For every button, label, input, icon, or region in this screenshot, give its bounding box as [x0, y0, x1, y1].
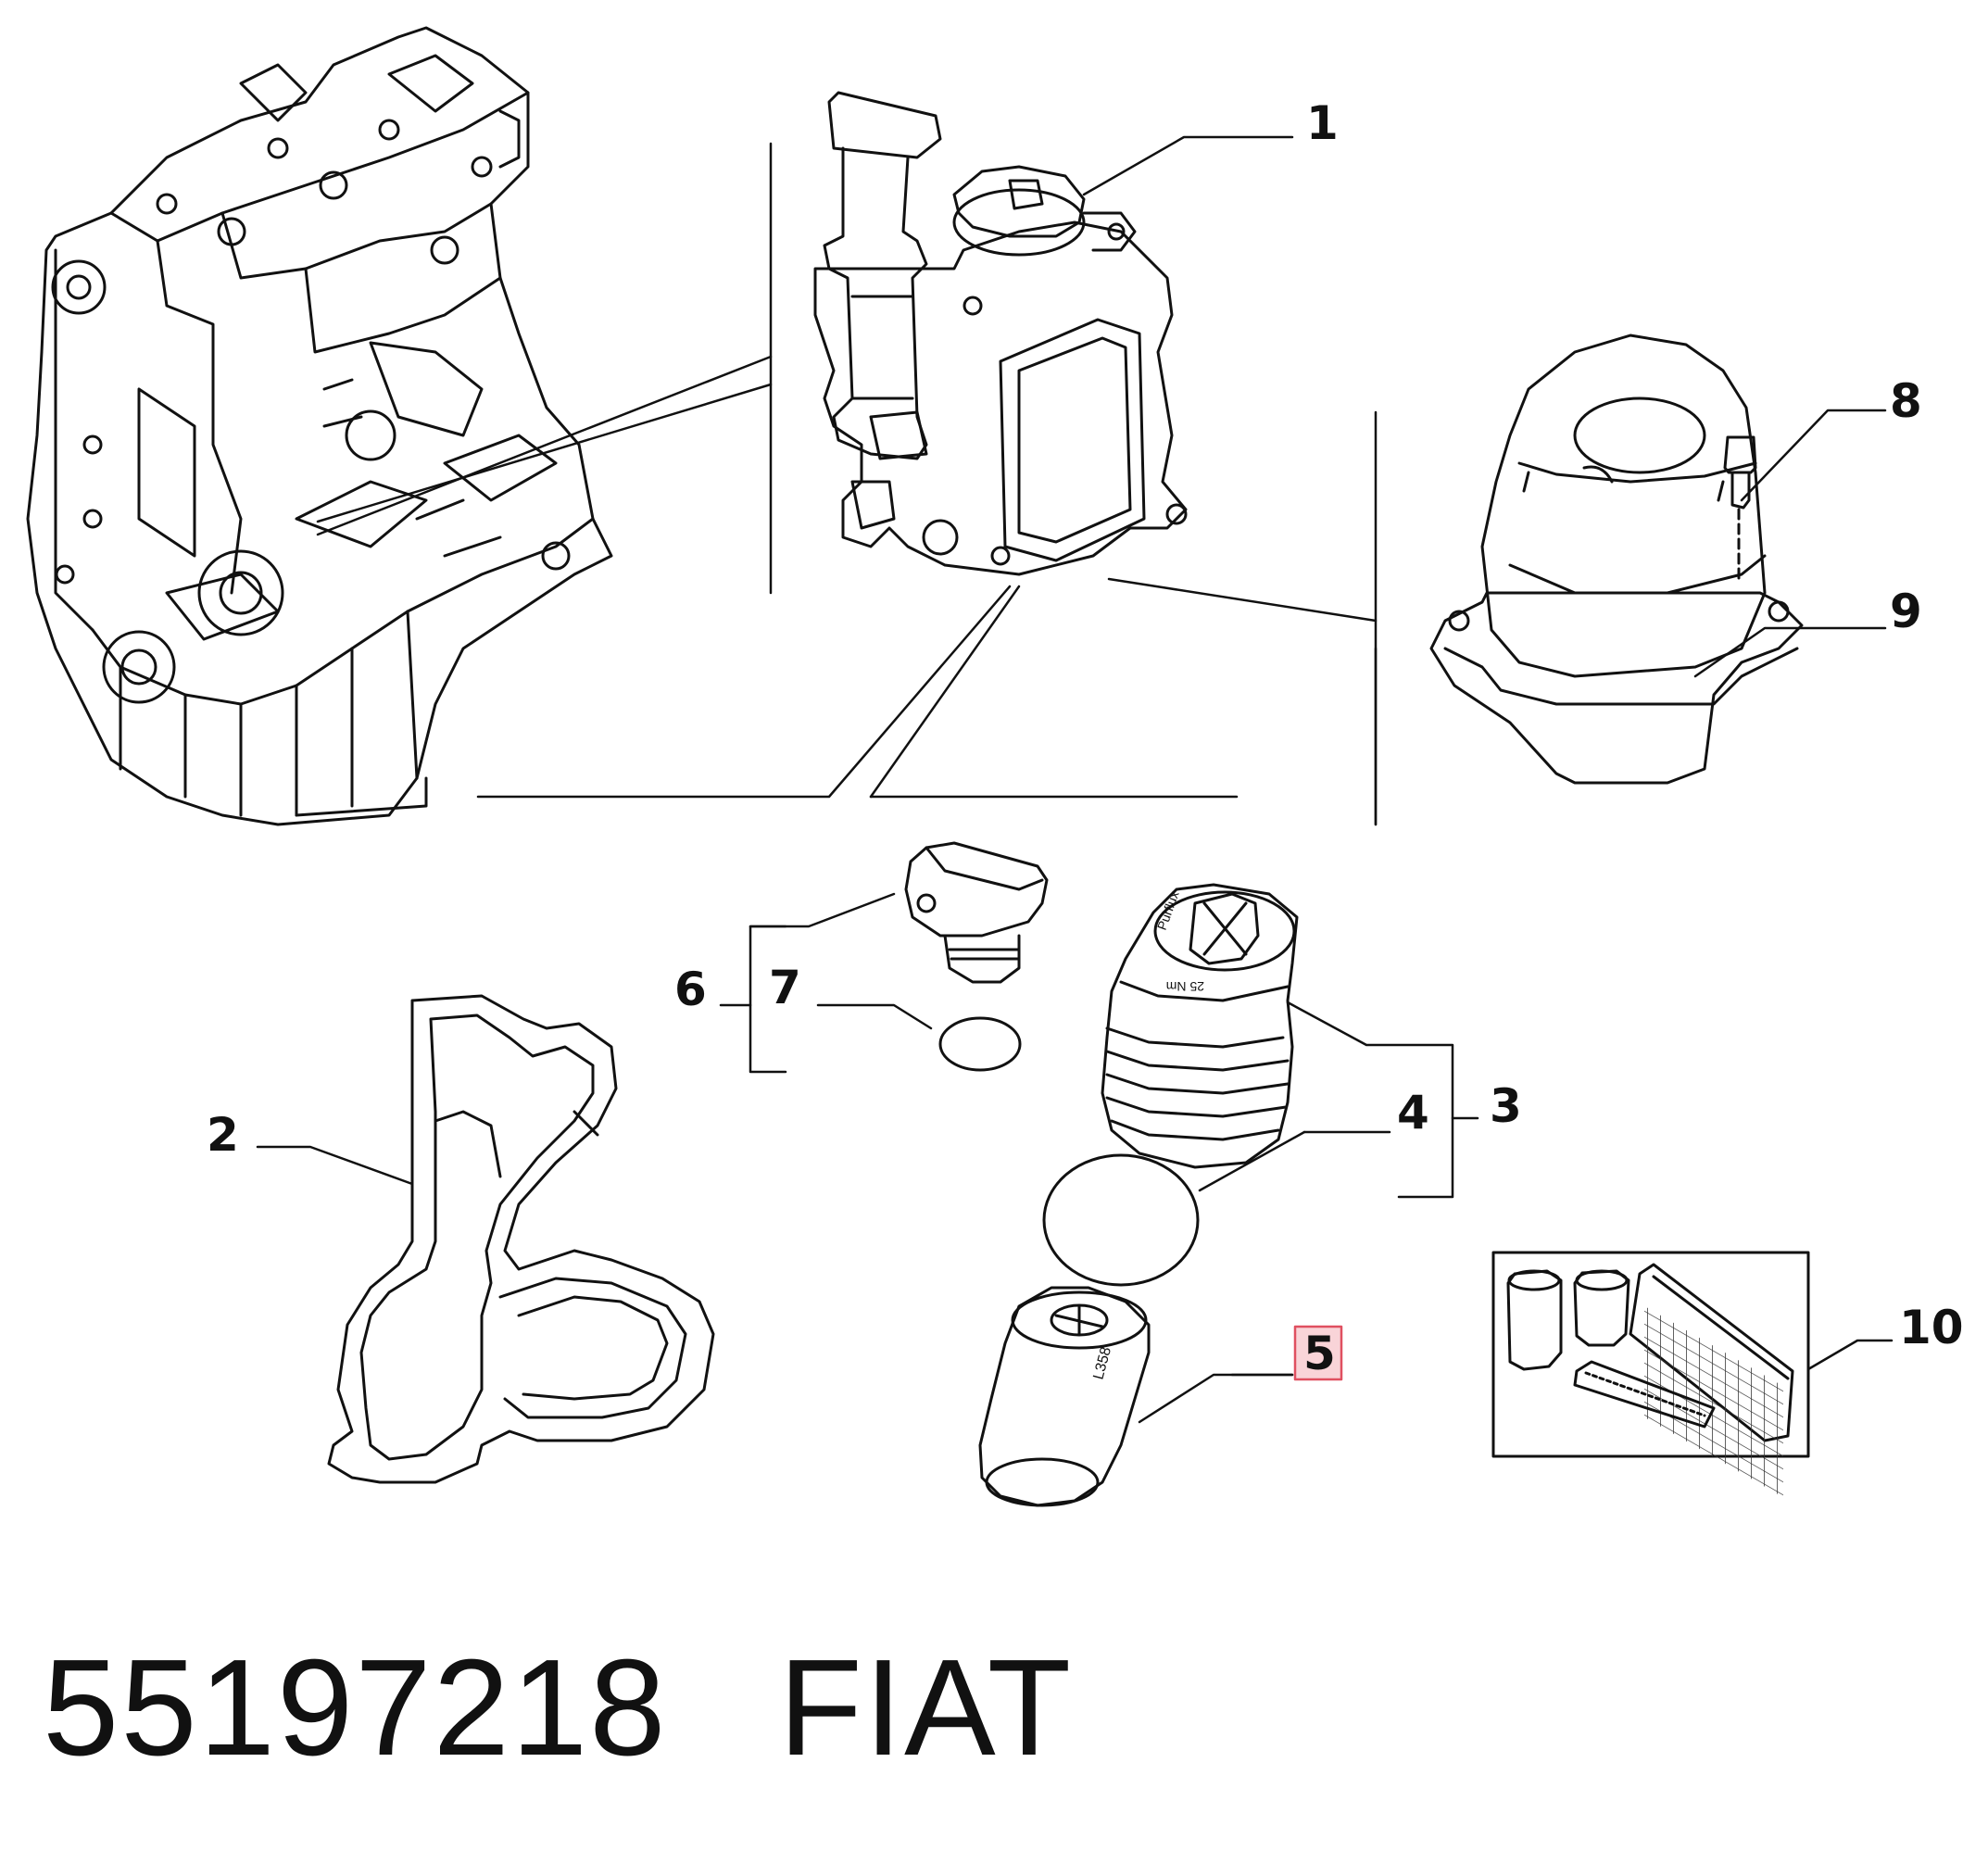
callout-5-highlight	[1293, 1325, 1343, 1381]
callout-1: 1	[1306, 96, 1339, 150]
gasket-illustration	[327, 994, 715, 1484]
filter-cartridge-illustration	[978, 1286, 1151, 1507]
callout-8: 8	[1890, 374, 1922, 428]
bolt-illustration	[1723, 435, 1757, 581]
callout-10: 10	[1899, 1301, 1964, 1354]
engine-to-module-leaders	[316, 142, 773, 595]
o-ring-large	[1042, 1153, 1200, 1287]
brand-name: FIAT	[778, 1631, 1074, 1784]
callout-6: 6	[674, 963, 707, 1016]
filter3-torque-text: 25 Nm	[1166, 979, 1204, 994]
engine-block-illustration	[26, 26, 613, 826]
module-leaders	[476, 410, 1378, 826]
oil-filter-housing-module	[813, 91, 1188, 576]
filter5-code-text: L358	[1090, 1345, 1114, 1381]
callout-2: 2	[207, 1108, 239, 1162]
callout-7: 7	[769, 961, 801, 1014]
callout-leaders	[256, 135, 1887, 1424]
callout-4: 4	[1397, 1086, 1429, 1139]
cap-assembly-illustration	[1429, 334, 1804, 785]
bracket-6-7	[719, 892, 933, 1074]
callout-5: 5	[1303, 1327, 1336, 1380]
callout-9: 9	[1890, 585, 1922, 638]
leader-10	[1806, 1339, 1894, 1371]
oil-filler-cap-illustration	[904, 841, 1049, 984]
exploded-parts-diagram: Purflux 25 Nm L358	[26, 26, 1964, 1507]
part-number: 55197218	[43, 1631, 668, 1784]
filter3-brand-text: Purflux	[1154, 889, 1182, 932]
filter-kit-box	[1491, 1251, 1810, 1498]
bracket-3-4	[1198, 1001, 1479, 1199]
o-ring-small	[938, 1016, 1022, 1072]
filter-housing-cap-illustration	[1101, 883, 1299, 1169]
callout-3: 3	[1490, 1079, 1522, 1133]
